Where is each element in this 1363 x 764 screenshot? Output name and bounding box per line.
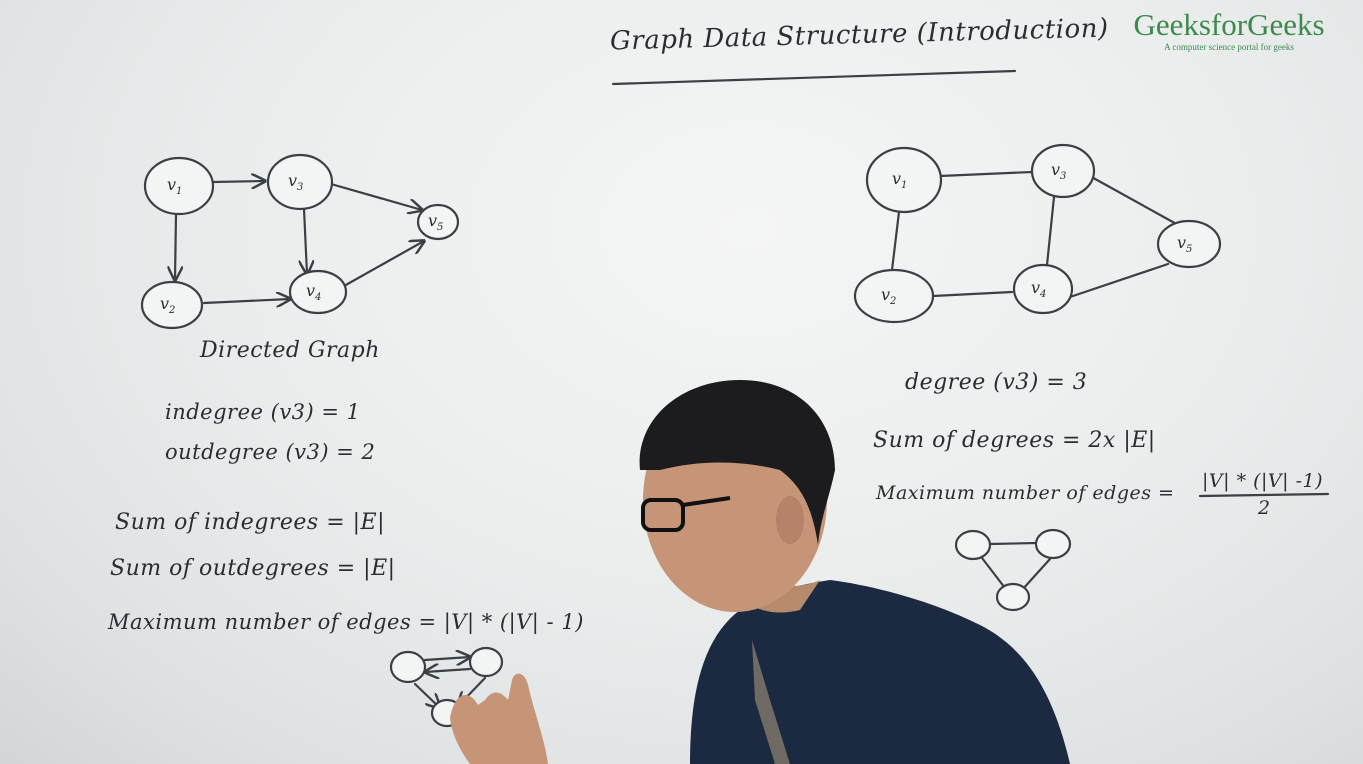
edge-v3-v4 <box>304 207 307 274</box>
max-edges-denominator: 2 <box>1258 497 1271 519</box>
presenter-jacket <box>690 580 1070 764</box>
degree-text: degree (v3) = 3 <box>905 370 1088 395</box>
svg-text:v5: v5 <box>428 211 443 233</box>
logo-tagline: A computer science portal for geeks <box>1164 42 1294 52</box>
directed-graph-edges <box>175 181 424 303</box>
svg-text:v3: v3 <box>1051 160 1066 182</box>
undirected-node-v3: v3 <box>1030 143 1096 199</box>
svg-text:v1: v1 <box>892 169 907 191</box>
presenter-hand <box>450 673 548 764</box>
indegree-text: indegree (v3) = 1 <box>165 400 361 424</box>
directed-max-edges-text: Maximum number of edges = |V| * (|V| - 1… <box>108 610 584 634</box>
uedge-v3-v4 <box>1045 195 1056 267</box>
uedge-v2-v4 <box>931 290 1014 298</box>
undirected-node-v2: v2 <box>853 268 935 324</box>
small-directed-triangle <box>389 646 504 728</box>
directed-node-v3: v3 <box>266 153 334 211</box>
fraction-bar <box>1198 492 1330 498</box>
undirected-node-v5: v5 <box>1156 219 1222 269</box>
logo-name: GeeksforGeeks <box>1133 7 1325 42</box>
edge-v3-v5 <box>329 182 422 210</box>
title-underline <box>611 69 1017 86</box>
svg-text:v4: v4 <box>306 281 321 303</box>
directed-node-v5: v5 <box>416 203 460 241</box>
sum-indegrees-text: Sum of indegrees = |E| <box>115 510 386 535</box>
edge-v2-v4 <box>202 299 290 303</box>
uedge-v1-v2 <box>890 210 901 272</box>
uedge-v4-v5 <box>1068 262 1170 299</box>
sum-outdegrees-text: Sum of outdegrees = |E| <box>110 556 396 581</box>
presenter-hair <box>639 380 835 545</box>
directed-node-v2: v2 <box>140 280 204 330</box>
undirected-graph-edges <box>890 170 1182 299</box>
uedge-v3-v5 <box>1086 173 1182 228</box>
undirected-max-edges-label: Maximum number of edges = <box>876 482 1175 504</box>
sum-degrees-text: Sum of degrees = 2x |E| <box>873 428 1156 453</box>
outdegree-text: outdegree (v3) = 2 <box>165 440 376 464</box>
svg-text:v2: v2 <box>881 285 896 307</box>
max-edges-numerator: |V| * (|V| -1) <box>1202 470 1323 492</box>
small-undirected-triangle <box>954 528 1072 612</box>
glasses-icon <box>641 498 685 532</box>
svg-text:v1: v1 <box>167 175 182 197</box>
geeksforgeeks-logo: GeeksforGeeks A computer science portal … <box>1113 7 1345 53</box>
undirected-node-v4: v4 <box>1012 263 1074 315</box>
presenter <box>450 380 1070 764</box>
edge-v1-v3 <box>211 181 265 182</box>
svg-text:v5: v5 <box>1177 233 1192 255</box>
undirected-node-v1: v1 <box>865 146 943 214</box>
svg-text:v3: v3 <box>288 171 303 193</box>
uedge-v1-v3 <box>938 170 1034 178</box>
directed-node-v4: v4 <box>288 269 348 315</box>
svg-text:v2: v2 <box>160 294 175 316</box>
directed-graph-caption: Directed Graph <box>200 338 380 363</box>
edge-v4-v5 <box>342 241 424 288</box>
svg-text:v4: v4 <box>1031 278 1046 300</box>
edge-v1-v2 <box>175 212 176 280</box>
directed-node-v1: v1 <box>143 156 215 216</box>
